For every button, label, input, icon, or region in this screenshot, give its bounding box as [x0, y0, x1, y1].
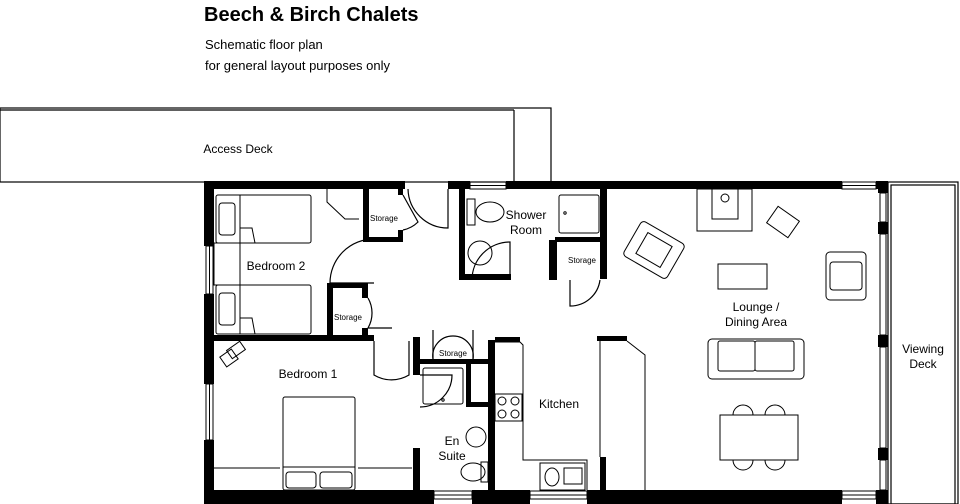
room-label-bedroom-2: Bedroom 2 — [246, 259, 306, 273]
room-label-access-deck: Access Deck — [203, 142, 273, 156]
en-suite-line2: Suite — [438, 449, 466, 463]
room-label-bedroom-1: Bedroom 1 — [278, 367, 338, 381]
room-label-storage-4: Storage — [567, 256, 597, 265]
shower-label-line1: Shower — [505, 208, 547, 222]
doors — [329, 188, 601, 408]
lounge-line2: Dining Area — [724, 315, 788, 329]
access-deck — [0, 107, 552, 183]
room-label-storage-2: Storage — [333, 313, 363, 322]
exterior-walls — [204, 181, 888, 504]
viewing-deck-line2: Deck — [909, 357, 937, 371]
shower-label-line2: Room — [509, 223, 542, 237]
room-label-storage-3: Storage — [438, 349, 468, 358]
interior-walls — [214, 189, 627, 504]
room-label-storage-1: Storage — [369, 214, 399, 223]
plan-disclaimer: for general layout purposes only — [205, 58, 391, 73]
viewing-deck-line1: Viewing — [902, 342, 944, 356]
lounge-line1: Lounge / — [732, 300, 780, 314]
room-label-lounge: Lounge /Dining Area — [725, 300, 787, 330]
furniture — [213, 188, 867, 491]
plan-title: Beech & Birch Chalets — [204, 4, 419, 26]
en-suite-line1: En — [444, 434, 460, 448]
windows — [205, 181, 887, 500]
room-label-kitchen: Kitchen — [538, 397, 580, 411]
plan-subtitle: Schematic floor plan — [205, 37, 323, 52]
